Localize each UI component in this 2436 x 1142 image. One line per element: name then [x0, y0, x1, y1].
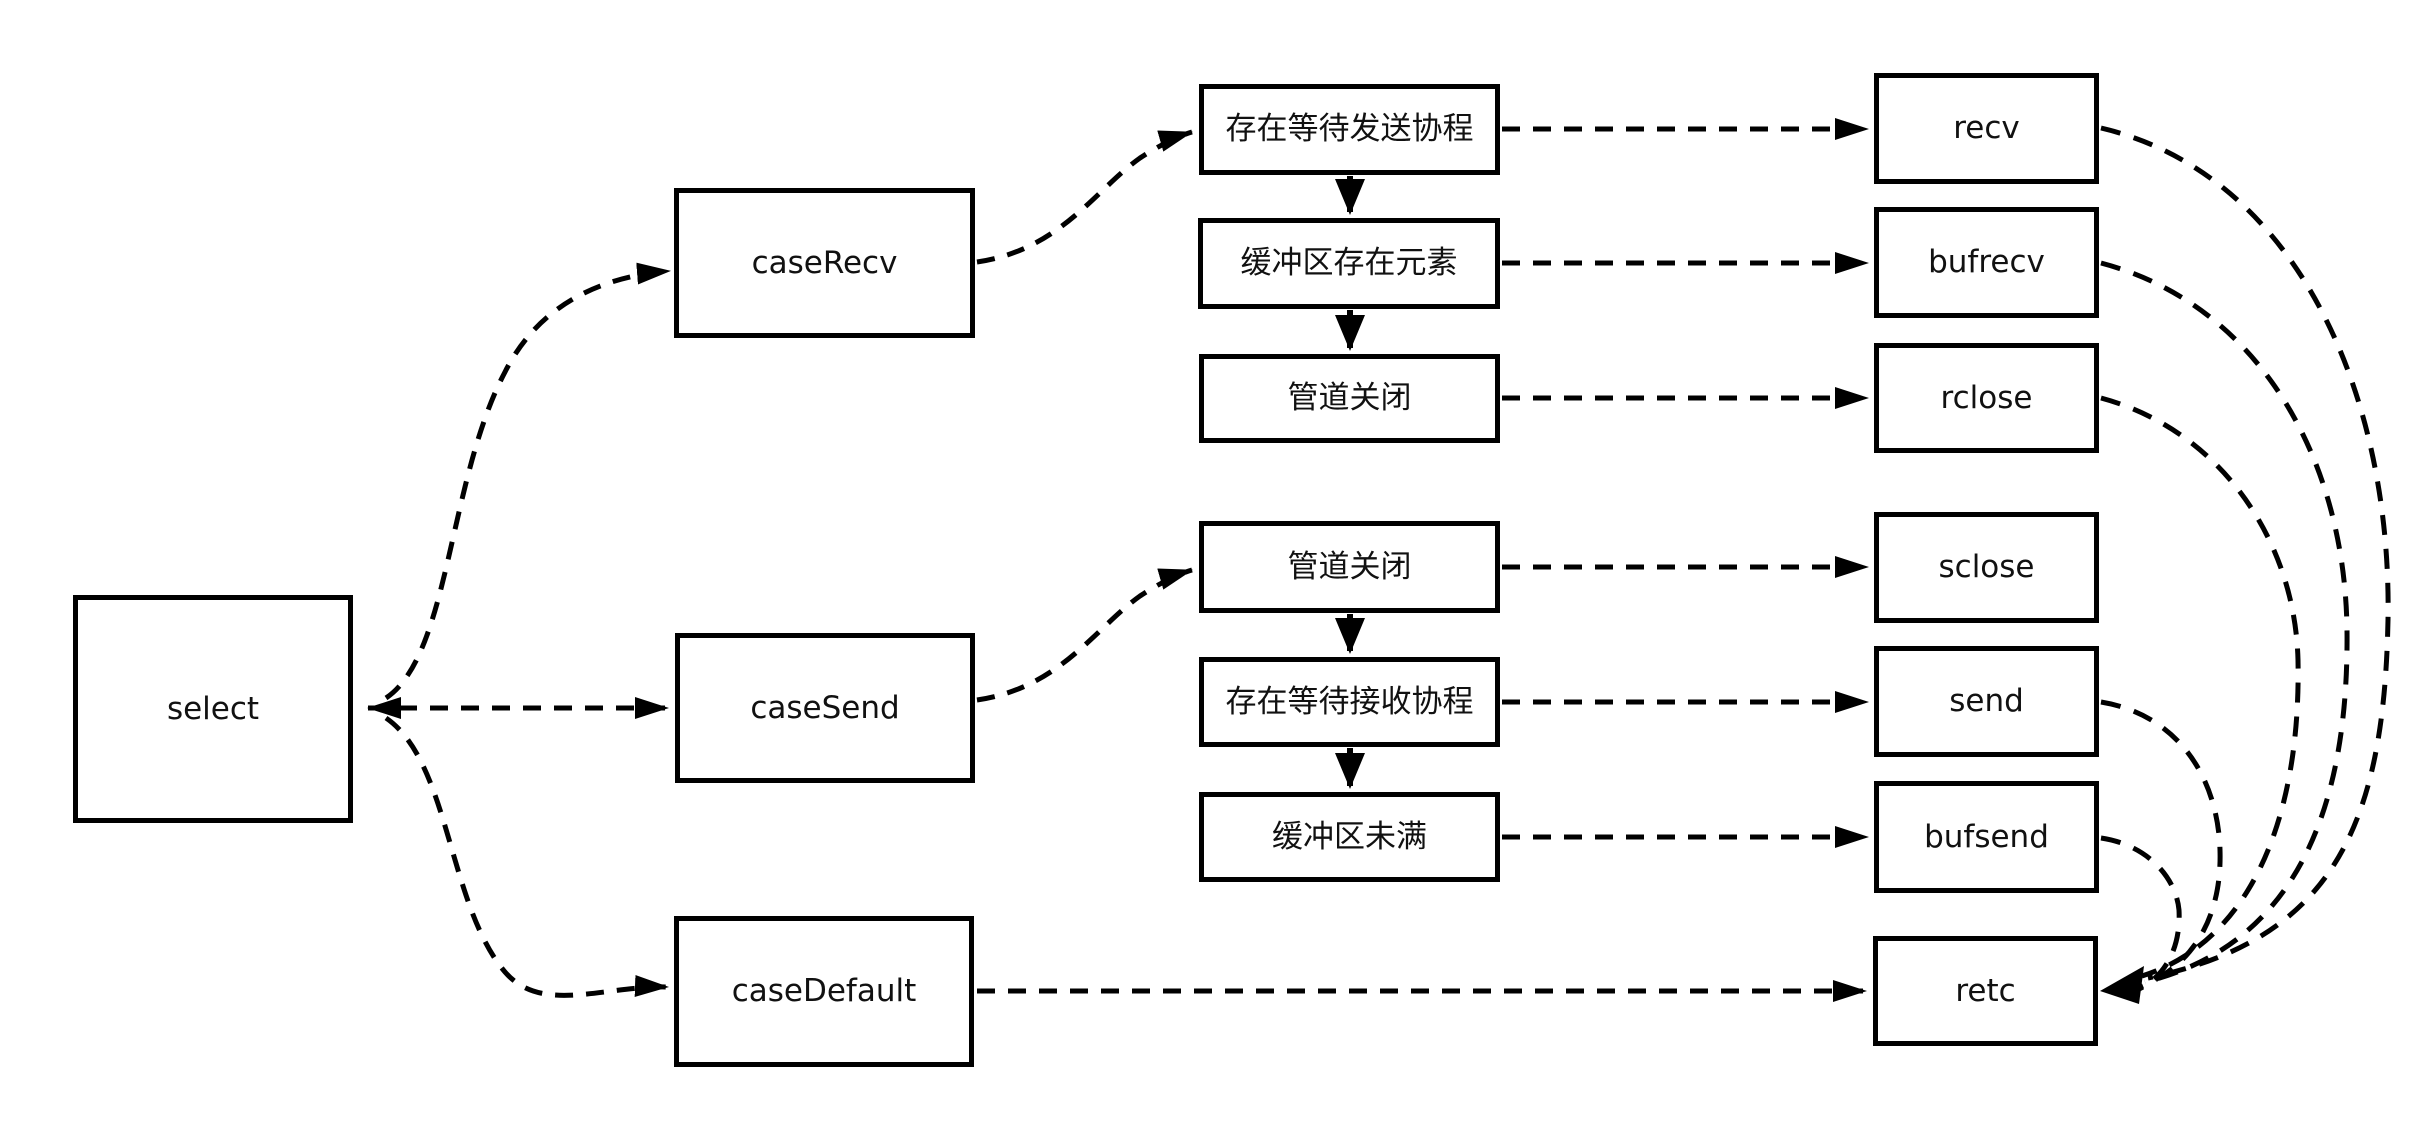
node-pipe-closed-recv: 管道关闭 [1199, 354, 1500, 443]
node-caseDefault: caseDefault [674, 916, 974, 1067]
edge-send-retc [2100, 699, 2223, 990]
node-bufrecv: bufrecv [1874, 207, 2099, 318]
edge-recv-retc [2100, 125, 2391, 981]
node-rclose-label: rclose [1940, 379, 2033, 416]
node-wait-recv-proc: 存在等待接收协程 [1199, 657, 1500, 747]
node-bufrecv-label: bufrecv [1928, 244, 2045, 280]
node-recv: recv [1874, 73, 2099, 184]
node-pipe-closed-send: 管道关闭 [1199, 521, 1500, 613]
node-caseSend: caseSend [675, 633, 975, 783]
node-wait-send-proc-label: 存在等待发送协程 [1225, 111, 1474, 147]
node-buf-has-elem: 缓冲区存在元素 [1198, 218, 1500, 309]
node-bufsend-label: bufsend [1924, 818, 2049, 855]
node-select: select [73, 595, 353, 823]
edge-rclose-retc [2100, 395, 2301, 979]
edge-bufrecv-retc [2100, 260, 2350, 985]
node-recv-label: recv [1953, 110, 2020, 146]
node-buf-not-full: 缓冲区未满 [1199, 792, 1500, 882]
node-send: send [1874, 646, 2099, 757]
edge-caseSend-pipeClosedSend [976, 567, 1193, 703]
node-wait-send-proc: 存在等待发送协程 [1199, 84, 1500, 175]
node-buf-has-elem-label: 缓冲区存在元素 [1240, 245, 1458, 281]
node-retc-label: retc [1955, 972, 2016, 1009]
node-bufsend: bufsend [1874, 781, 2099, 893]
node-rclose: rclose [1874, 343, 2099, 453]
node-caseDefault-label: caseDefault [731, 973, 917, 1009]
node-wait-recv-proc-label: 存在等待接收协程 [1225, 683, 1474, 720]
node-send-label: send [1949, 683, 2024, 719]
edge-caseRecv-waitSendProc [976, 129, 1193, 265]
node-sclose-label: sclose [1938, 549, 2035, 585]
node-caseSend-label: caseSend [750, 689, 900, 726]
node-caseRecv: caseRecv [674, 188, 975, 338]
edge-select-caseRecv [384, 262, 671, 701]
node-select-label: select [166, 690, 260, 727]
retc-converge-arrowhead [2100, 966, 2144, 1004]
node-pipe-closed-recv-label: 管道关闭 [1287, 380, 1412, 416]
node-buf-not-full-label: 缓冲区未满 [1272, 818, 1427, 855]
node-sclose: sclose [1874, 512, 2099, 623]
edge-select-caseDefault [384, 715, 669, 998]
node-retc: retc [1873, 936, 2098, 1046]
node-pipe-closed-send-label: 管道关闭 [1287, 548, 1412, 585]
edge-bufsend-retc [2100, 835, 2182, 994]
node-caseRecv-label: caseRecv [751, 244, 898, 281]
